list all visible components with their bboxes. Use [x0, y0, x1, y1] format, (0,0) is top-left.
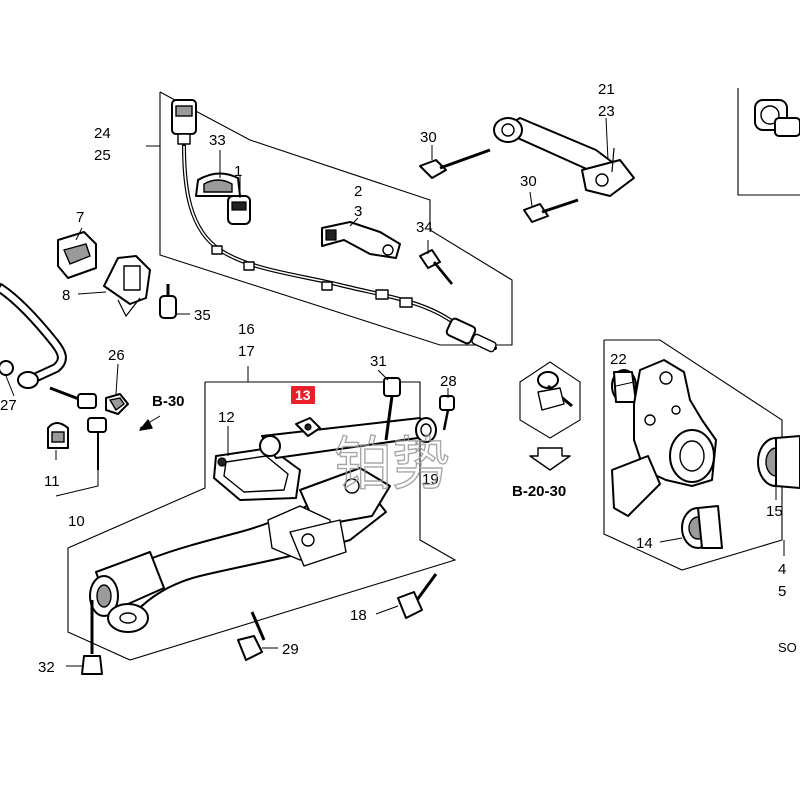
bolt-31: [383, 377, 401, 441]
stabilizer-link-10: [49, 386, 107, 470]
callout-3: 3: [354, 203, 362, 220]
bolt-30-upper: [419, 148, 491, 179]
watermark: 铂势: [334, 430, 450, 498]
knuckle: [611, 359, 717, 517]
callout-30-upper: 30: [420, 129, 437, 146]
stabilizer-bushing-7: [57, 231, 97, 279]
knuckle-group-box: [603, 339, 783, 571]
top-right-bushing: [754, 99, 800, 137]
plate-12: [213, 447, 301, 501]
callout-14: 14: [636, 535, 653, 552]
stabilizer-holder-8: [103, 255, 151, 318]
leader-lines: [5, 117, 785, 667]
sensor-harness-group: [159, 91, 513, 353]
bolt-32: [81, 600, 103, 675]
trailing-arm-bushing: [89, 551, 165, 633]
b2030-ref-box: [519, 361, 581, 471]
clip-33: [195, 172, 241, 197]
callout-4: 4: [778, 561, 786, 578]
callout-7: 7: [76, 209, 84, 226]
bolt-30-lower: [523, 198, 579, 223]
link-cap-11: [47, 422, 69, 449]
callout-labels: 24 25 33 1 2 3 21 23 30 30 34 7 8 35 16 …: [0, 81, 797, 676]
clip-1: [227, 195, 251, 225]
bolt-35: [159, 284, 177, 319]
bushing-22: [611, 369, 637, 403]
callout-26: 26: [108, 347, 125, 364]
callout-31: 31: [370, 353, 387, 370]
callout-34: 34: [416, 219, 433, 236]
callout-12: 12: [218, 409, 235, 426]
callout-29: 29: [282, 641, 299, 658]
bracket-2-3: [321, 221, 401, 259]
upper-arm-21-23: [493, 117, 635, 197]
callout-10: 10: [68, 513, 85, 530]
callout-32: 32: [38, 659, 55, 676]
wheel-speed-sensor: [445, 317, 497, 353]
bushing-15: [757, 435, 800, 489]
bolt-18: [397, 573, 438, 619]
callout-13-highlight: 13: [291, 386, 315, 404]
callout-1: 1: [234, 163, 242, 180]
down-arrow-icon: [529, 447, 571, 471]
bolt-29: [237, 611, 266, 661]
callout-11: 11: [44, 473, 60, 490]
callout-24: 24: [94, 125, 111, 142]
callout-22: 22: [610, 351, 627, 368]
bolt-28: [439, 395, 455, 431]
callout-8: 8: [62, 287, 70, 304]
nut-13: [295, 417, 321, 437]
bushing-14: [681, 505, 723, 549]
lateral-link-13: [259, 417, 437, 459]
callout-21: 21: [598, 81, 615, 98]
page-code: SO: [778, 640, 797, 655]
callout-27: 27: [0, 397, 17, 414]
harness-connector: [171, 99, 197, 145]
ref-b2030: B-20-30: [512, 483, 566, 500]
bolt-34: [419, 249, 454, 285]
callout-13: 13: [295, 387, 311, 403]
callout-28: 28: [440, 373, 457, 390]
link-nut-26: [105, 393, 129, 415]
callout-25: 25: [94, 147, 111, 164]
callout-15: 15: [766, 503, 783, 520]
trailing-arm: [91, 467, 391, 625]
callout-33: 33: [209, 132, 226, 149]
callout-18: 18: [350, 607, 367, 624]
callout-5: 5: [778, 583, 786, 600]
callout-35: 35: [194, 307, 211, 324]
callout-16: 16: [238, 321, 255, 338]
callout-23: 23: [598, 103, 615, 120]
callout-19: 19: [422, 471, 439, 488]
top-right-box: [737, 88, 800, 196]
stabilizer-bar: [0, 283, 67, 389]
ref-b30: B-30: [152, 393, 185, 410]
callout-17: 17: [238, 343, 255, 360]
callout-30-lower: 30: [520, 173, 537, 190]
callout-2: 2: [354, 183, 362, 200]
